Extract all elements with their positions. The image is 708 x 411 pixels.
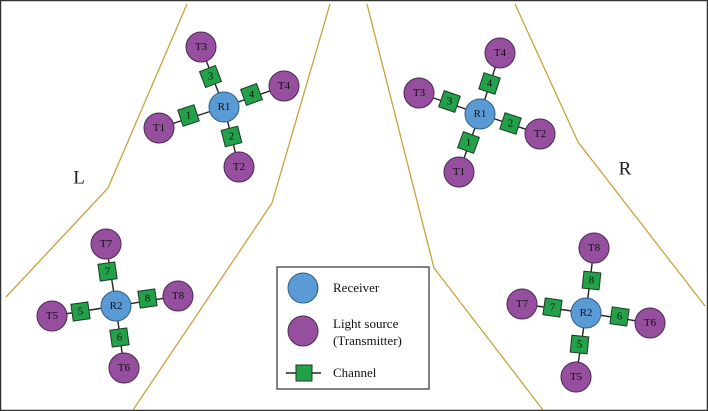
receiver-label: R1	[218, 101, 231, 113]
transmitter-label: T7	[100, 238, 113, 250]
transmitter-label: T6	[118, 362, 131, 374]
channel-box	[220, 125, 243, 148]
left-region-inner-boundary	[132, 3, 331, 411]
channel-label: 7	[550, 302, 556, 314]
channel-box	[581, 270, 602, 291]
transmitter-node	[185, 31, 217, 63]
transmitter-node	[162, 280, 194, 312]
channel-label: 3	[208, 71, 214, 83]
transmitter-node	[90, 228, 122, 260]
transmitter-node	[223, 151, 255, 183]
channel-box	[177, 104, 200, 127]
receiver-label: R1	[474, 108, 487, 120]
transmitter-label: T5	[46, 310, 59, 322]
transmitter-label: T6	[644, 317, 657, 329]
transmitter-label: T8	[172, 290, 185, 302]
transmitter-label: T1	[153, 122, 165, 134]
channel-label: 7	[105, 266, 111, 278]
transmitter-label: T1	[453, 166, 465, 178]
transmitter-node	[443, 156, 475, 188]
cluster-right-r1: 4 2 1 3 T4 T2 T1 T3 R1	[403, 37, 556, 188]
right-region-inner-boundary	[366, 3, 544, 411]
transmitter-node	[108, 352, 140, 384]
channel-label: 5	[577, 339, 583, 351]
receiver-node	[464, 98, 496, 130]
transmitter-node	[143, 112, 175, 144]
transmitter-node	[524, 118, 556, 150]
transmitter-label: T8	[588, 242, 601, 254]
channel-box	[70, 301, 91, 322]
legend-transmitter-sublabel: (Transmitter)	[333, 333, 402, 348]
channel-label: 8	[145, 293, 151, 305]
cluster-left-r1: 3 4 2 1 T3 T4 T2 T1 R1	[143, 31, 300, 183]
legend-channel-swatch	[295, 364, 313, 382]
channel-label: 2	[508, 118, 514, 130]
channel-label: 1	[466, 137, 472, 149]
channel-box	[609, 306, 630, 327]
transmitter-node	[268, 70, 300, 102]
legend-receiver-label: Receiver	[333, 280, 380, 295]
channel-box	[239, 82, 264, 107]
left-region-outer-boundary	[5, 3, 188, 298]
legend-transmitter-label: Light source	[333, 316, 399, 331]
channel-label: 5	[78, 306, 84, 318]
channel-box	[438, 90, 461, 113]
region-label-left: L	[73, 167, 85, 188]
transmitter-label: T2	[534, 128, 546, 140]
cluster-left-r2: 7 8 6 5 T7 T8 T6 T5 R2	[36, 228, 194, 384]
channel-label: 4	[249, 89, 255, 101]
channel-box	[97, 261, 118, 282]
region-boundaries	[5, 3, 706, 411]
transmitter-node	[634, 307, 666, 339]
channel-box	[499, 112, 522, 135]
channel-label: 8	[589, 275, 595, 287]
channel-box	[137, 288, 158, 309]
channel-label: 1	[186, 110, 192, 122]
transmitter-label: T4	[494, 47, 507, 59]
legend-receiver-swatch	[287, 272, 319, 304]
transmitter-node	[403, 77, 435, 109]
channel-label: 2	[229, 131, 235, 143]
transmitter-label: T4	[278, 80, 291, 92]
legend-channel-label: Channel	[333, 365, 377, 380]
channel-label: 6	[117, 332, 123, 344]
channel-box	[109, 327, 130, 348]
transmitter-label: T5	[570, 371, 583, 383]
transmitter-label: T7	[516, 298, 529, 310]
cluster-right-r2: 8 6 5 7 T8 T6 T5 T7 R2	[506, 232, 666, 393]
legend-transmitter-swatch	[287, 315, 319, 347]
channel-label: 4	[487, 78, 493, 90]
channel-box	[478, 72, 501, 95]
channel-box	[542, 297, 563, 318]
region-label-right: R	[619, 158, 632, 179]
transmitter-node	[578, 232, 610, 264]
receiver-label: R2	[110, 300, 123, 312]
channel-label: 3	[447, 96, 453, 108]
channel-label: 6	[617, 311, 623, 323]
receiver-node	[208, 91, 240, 123]
transmitter-node	[484, 37, 516, 69]
transmitter-label: T3	[195, 41, 208, 53]
channel-box	[456, 130, 481, 155]
right-region-outer-boundary	[514, 3, 706, 307]
transmitter-label: T2	[233, 161, 245, 173]
receiver-label: R2	[580, 307, 593, 319]
transmitter-node	[560, 361, 592, 393]
transmitter-node	[36, 300, 68, 332]
receiver-node	[570, 297, 602, 329]
transmitter-label: T3	[413, 87, 426, 99]
channel-box	[569, 334, 590, 355]
channel-box	[198, 64, 223, 89]
transmitter-node	[506, 288, 538, 320]
legend: Receiver Light source (Transmitter) Chan…	[276, 266, 430, 390]
receiver-node	[100, 290, 132, 322]
